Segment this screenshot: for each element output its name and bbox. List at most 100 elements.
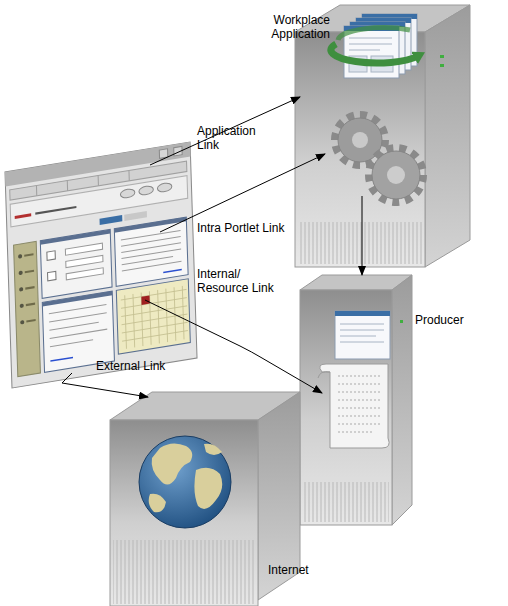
document-window bbox=[335, 311, 390, 359]
server-tower bbox=[440, 64, 444, 67]
globe-icon bbox=[149, 494, 166, 513]
portal-page bbox=[100, 215, 123, 225]
portal-page bbox=[50, 340, 93, 347]
portal-page bbox=[19, 287, 23, 292]
globe-icon bbox=[152, 443, 193, 484]
portal-page bbox=[65, 243, 102, 255]
leader-line bbox=[62, 373, 148, 397]
portal-page bbox=[49, 304, 107, 313]
portal-page bbox=[124, 211, 147, 221]
portal-page bbox=[25, 270, 34, 274]
portal-page bbox=[159, 149, 167, 159]
document-window bbox=[340, 330, 384, 331]
globe-icon bbox=[194, 468, 222, 509]
portal-page bbox=[5, 142, 197, 388]
document-window bbox=[340, 342, 384, 343]
portal-page bbox=[25, 286, 34, 290]
resource-scroll bbox=[338, 416, 380, 417]
portal-page bbox=[163, 269, 182, 272]
link-label: Intra Portlet Link bbox=[197, 221, 297, 235]
server-node: Internet bbox=[110, 392, 300, 602]
refresh-arrow bbox=[338, 28, 410, 40]
portal-page bbox=[10, 176, 188, 227]
portal-page bbox=[121, 249, 181, 259]
server-label: Producer bbox=[415, 313, 475, 327]
portal-page bbox=[66, 255, 103, 267]
resource-scroll bbox=[338, 432, 372, 433]
portal-page bbox=[122, 261, 182, 271]
server-tower bbox=[303, 482, 389, 522]
portal-page bbox=[50, 329, 108, 338]
link-label: Internal/ Resource Link bbox=[197, 267, 279, 295]
globe-icon bbox=[204, 444, 222, 455]
portal-page bbox=[157, 182, 172, 193]
leader-line bbox=[150, 97, 300, 165]
portal-page bbox=[15, 213, 32, 219]
portal-page bbox=[128, 171, 129, 181]
resource-scroll bbox=[338, 408, 380, 409]
server-tower bbox=[400, 320, 403, 323]
connector-arrow bbox=[362, 267, 363, 275]
document-window bbox=[340, 324, 384, 325]
portal-page bbox=[20, 303, 24, 308]
document-window bbox=[335, 311, 390, 359]
portal-page bbox=[121, 230, 181, 240]
portal-page bbox=[47, 251, 55, 261]
portal-page bbox=[42, 291, 112, 306]
leader-line bbox=[145, 300, 322, 393]
resource-scroll bbox=[338, 392, 380, 393]
resource-scroll bbox=[338, 376, 380, 377]
portal-page bbox=[36, 186, 37, 196]
portal-page bbox=[18, 254, 22, 259]
refresh-arrow bbox=[331, 28, 418, 63]
server-node: Producer bbox=[300, 275, 412, 525]
server-tower bbox=[440, 55, 444, 58]
application-windows bbox=[349, 50, 380, 51]
portal-page bbox=[66, 268, 103, 280]
server-tower bbox=[113, 540, 255, 604]
resource-scroll bbox=[318, 372, 330, 378]
server-tower bbox=[300, 290, 392, 525]
portal-page bbox=[121, 237, 181, 247]
portal-page bbox=[50, 357, 73, 361]
server-label: Internet bbox=[268, 563, 328, 577]
server-node: Workplace Application bbox=[295, 5, 470, 267]
portal-page bbox=[120, 188, 135, 199]
application-windows bbox=[349, 38, 392, 39]
portal-page bbox=[48, 271, 56, 281]
application-windows bbox=[344, 14, 417, 78]
portal-page bbox=[35, 206, 76, 215]
portal-page bbox=[24, 253, 33, 257]
connector-lead bbox=[362, 196, 363, 267]
leader-line bbox=[62, 97, 325, 397]
server-tower bbox=[392, 275, 412, 525]
link-label: External Link bbox=[96, 359, 176, 373]
portal-page bbox=[26, 303, 35, 307]
server-tower bbox=[110, 420, 258, 606]
portal-page bbox=[49, 313, 107, 322]
globe-icon bbox=[139, 436, 231, 528]
portal-page bbox=[121, 285, 189, 349]
portal-page bbox=[40, 229, 110, 244]
gear-icon bbox=[335, 115, 423, 202]
portal-page bbox=[20, 320, 24, 325]
server-tower bbox=[298, 222, 422, 264]
resource-scroll bbox=[318, 364, 389, 448]
portal-page bbox=[5, 142, 197, 388]
portal-page bbox=[26, 319, 35, 323]
portal-page bbox=[114, 217, 188, 286]
gear-icon bbox=[369, 148, 423, 202]
gear-icon bbox=[352, 132, 368, 148]
resource-scroll bbox=[338, 424, 380, 425]
portal-page bbox=[121, 243, 181, 253]
refresh-arrow bbox=[331, 44, 418, 63]
leader-line bbox=[160, 154, 325, 232]
server-tower bbox=[300, 275, 412, 525]
portal-page bbox=[19, 270, 23, 275]
portal-page bbox=[14, 241, 41, 376]
server-label: Workplace Application bbox=[250, 13, 330, 41]
resource-scroll bbox=[338, 400, 380, 401]
